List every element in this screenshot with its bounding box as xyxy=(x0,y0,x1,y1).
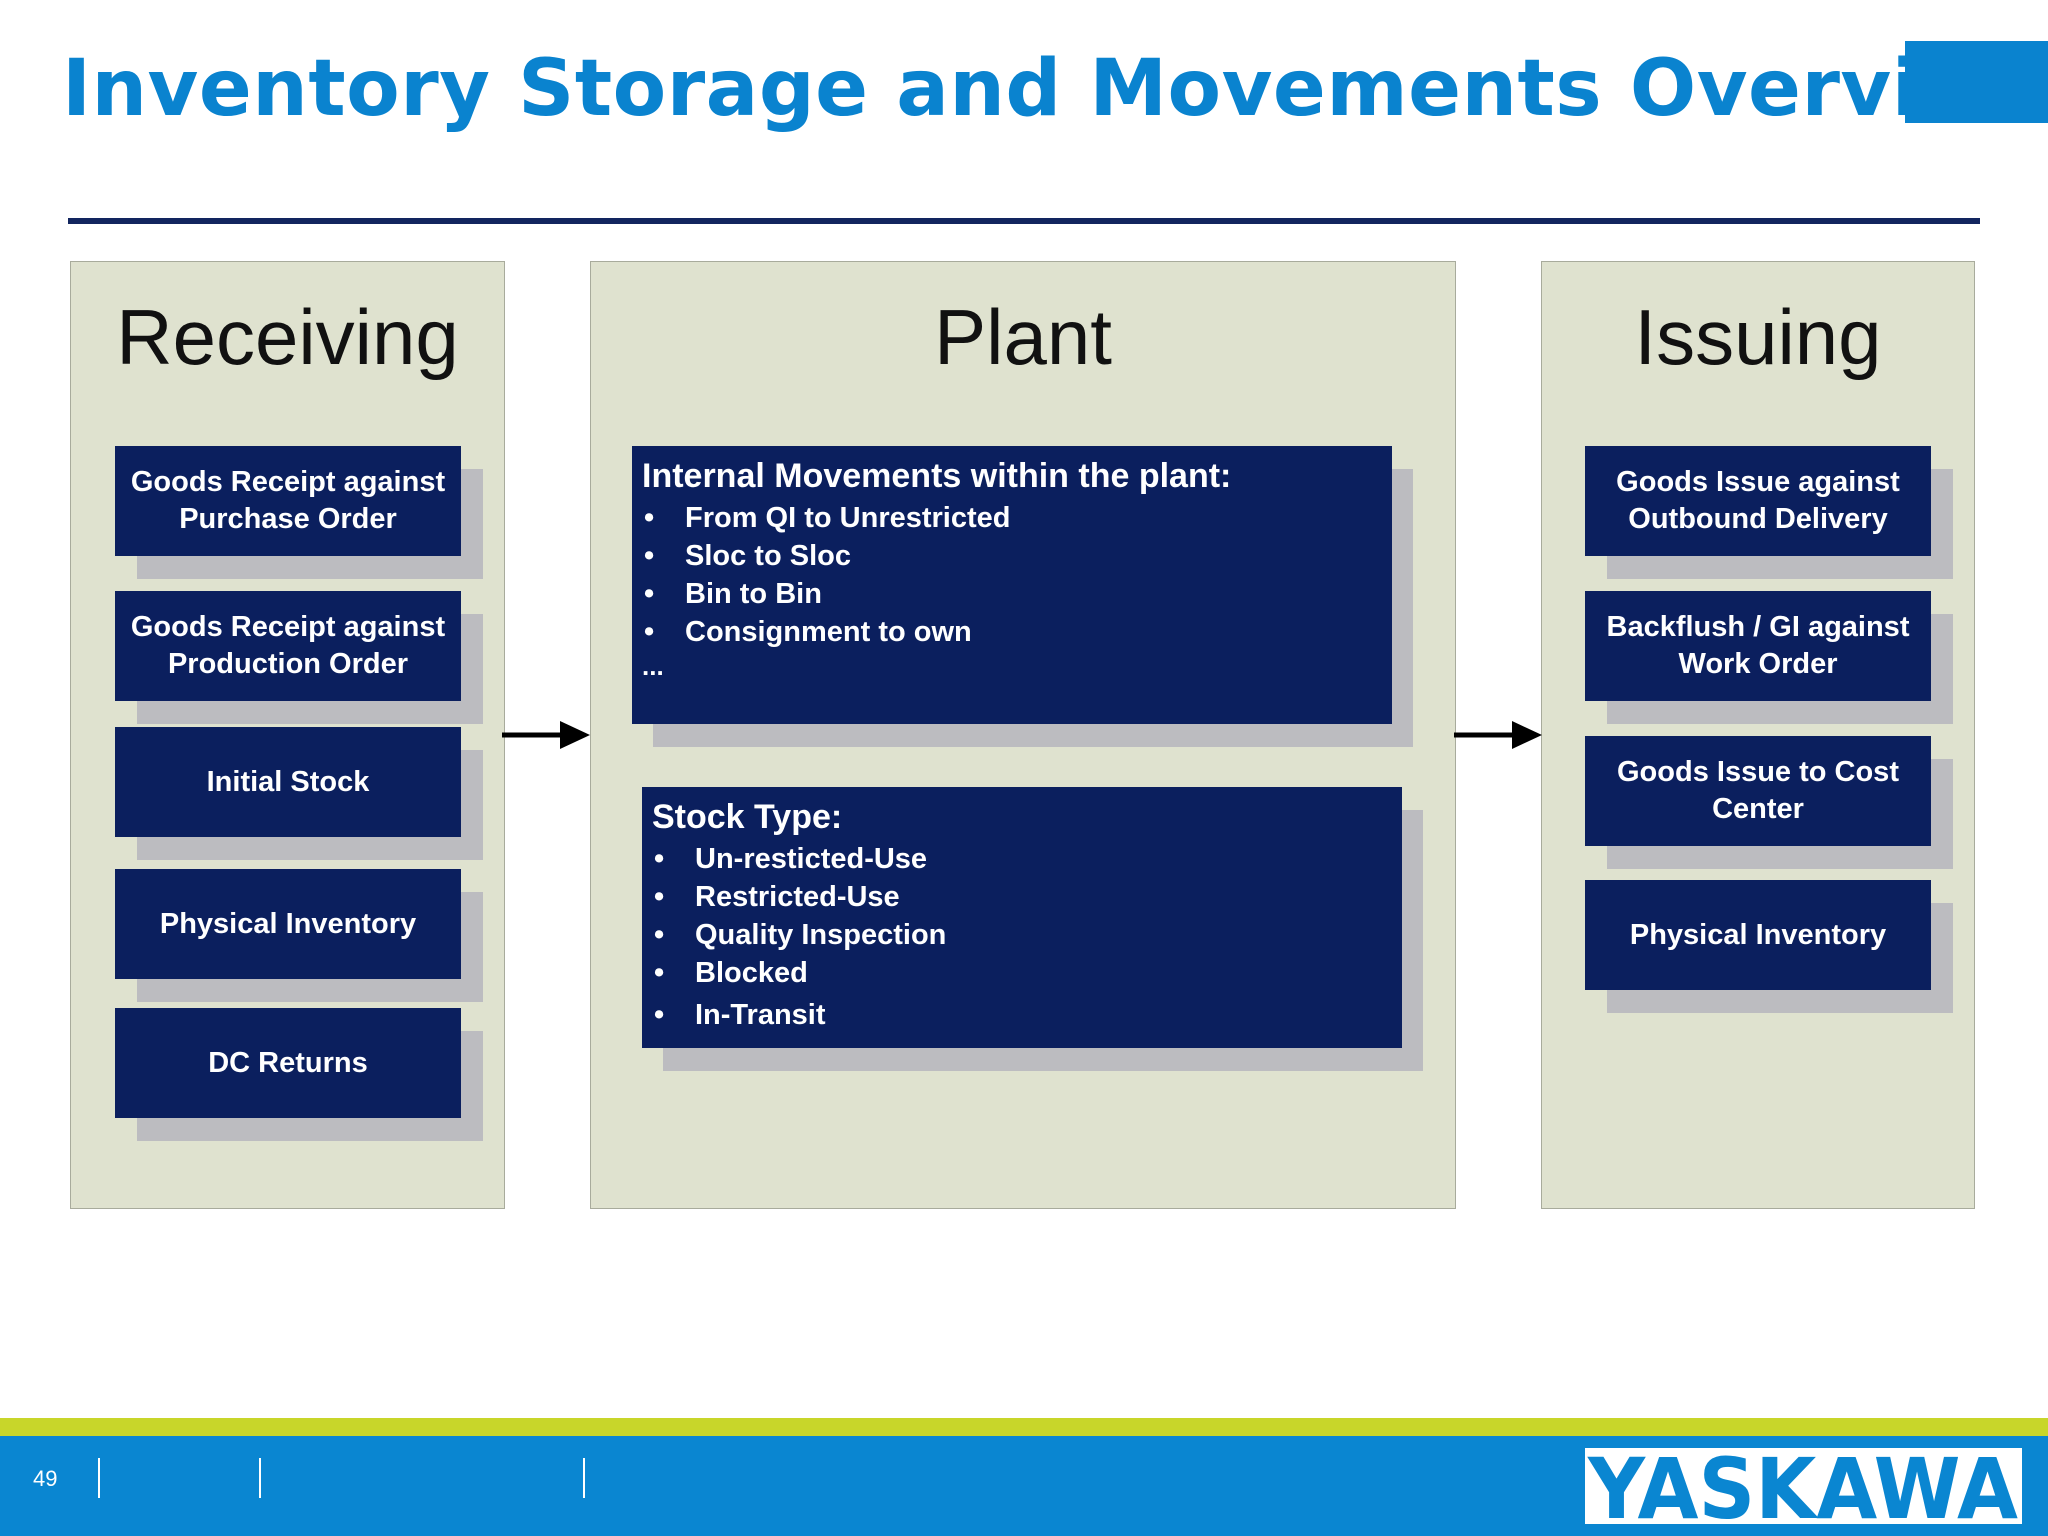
list-item: Quality Inspection xyxy=(652,916,1392,954)
issuing-box: Goods Issue against Outbound Delivery xyxy=(1585,446,1931,556)
plant-panel: Plant Internal Movements within the plan… xyxy=(590,261,1456,1209)
footer-separator xyxy=(259,1458,261,1498)
list-item: Sloc to Sloc xyxy=(642,537,1382,575)
list-item: Consignment to own xyxy=(642,613,1382,651)
plant-title: Plant xyxy=(934,293,1112,381)
stock-type-box: Stock Type: Un-resticted-Use Restricted-… xyxy=(642,787,1402,1048)
issuing-box: Physical Inventory xyxy=(1585,880,1931,990)
accent-block xyxy=(1905,41,2048,123)
title-divider xyxy=(68,218,1980,224)
list-item: From QI to Unrestricted xyxy=(642,499,1382,537)
list-item: Blocked xyxy=(652,954,1392,992)
receiving-box: Physical Inventory xyxy=(115,869,461,979)
footer-separator xyxy=(583,1458,585,1498)
receiving-box-label: Physical Inventory xyxy=(159,907,417,940)
internal-movements-heading: Internal Movements within the plant: xyxy=(642,457,1232,495)
receiving-box: Goods Receipt against Production Order xyxy=(115,591,461,701)
receiving-box: DC Returns xyxy=(115,1008,461,1118)
list-item: Restricted-Use xyxy=(652,878,1392,916)
receiving-panel: Receiving Goods Receipt against Purchase… xyxy=(70,261,505,1209)
receiving-box-label: Goods Receipt against Purchase Order xyxy=(130,466,446,535)
yaskawa-logo: YASKAWA xyxy=(1585,1448,2022,1524)
issuing-box: Backflush / GI against Work Order xyxy=(1585,591,1931,701)
issuing-box-label: Goods Issue to Cost Center xyxy=(1617,756,1899,825)
footer-separator xyxy=(98,1458,100,1498)
issuing-box-label: Backflush / GI against Work Order xyxy=(1606,611,1910,680)
issuing-box: Goods Issue to Cost Center xyxy=(1585,736,1931,846)
receiving-title: Receiving xyxy=(116,293,459,381)
issuing-box-label: Goods Issue against Outbound Delivery xyxy=(1616,466,1900,535)
issuing-box-label: Physical Inventory xyxy=(1629,918,1887,951)
internal-movements-box: Internal Movements within the plant: Fro… xyxy=(632,446,1392,724)
stock-type-heading: Stock Type: xyxy=(652,798,843,836)
page-number: 49 xyxy=(33,1466,58,1491)
footer-stripe xyxy=(0,1418,2048,1436)
arrow-right-icon xyxy=(502,721,590,749)
logo-text: YASKAWA xyxy=(1587,1448,2018,1524)
receiving-box-label: DC Returns xyxy=(208,1046,368,1079)
stock-type-list: Un-resticted-Use Restricted-Use Quality … xyxy=(652,840,1392,1034)
receiving-box: Initial Stock xyxy=(115,727,461,837)
list-item: Un-resticted-Use xyxy=(652,840,1392,878)
arrow-right-icon xyxy=(1454,721,1542,749)
receiving-box-label: Goods Receipt against Production Order xyxy=(130,611,446,680)
list-item: Bin to Bin xyxy=(642,575,1382,613)
internal-movements-list: From QI to Unrestricted Sloc to Sloc Bin… xyxy=(642,499,1382,651)
slide-title: Inventory Storage and Movements Overview xyxy=(62,44,2045,134)
issuing-panel: Issuing Goods Issue against Outbound Del… xyxy=(1541,261,1975,1209)
receiving-box: Goods Receipt against Purchase Order xyxy=(115,446,461,556)
list-item: In-Transit xyxy=(652,996,1392,1034)
receiving-box-label: Initial Stock xyxy=(206,765,370,798)
ellipsis: ... xyxy=(642,651,664,681)
issuing-title: Issuing xyxy=(1634,293,1882,381)
